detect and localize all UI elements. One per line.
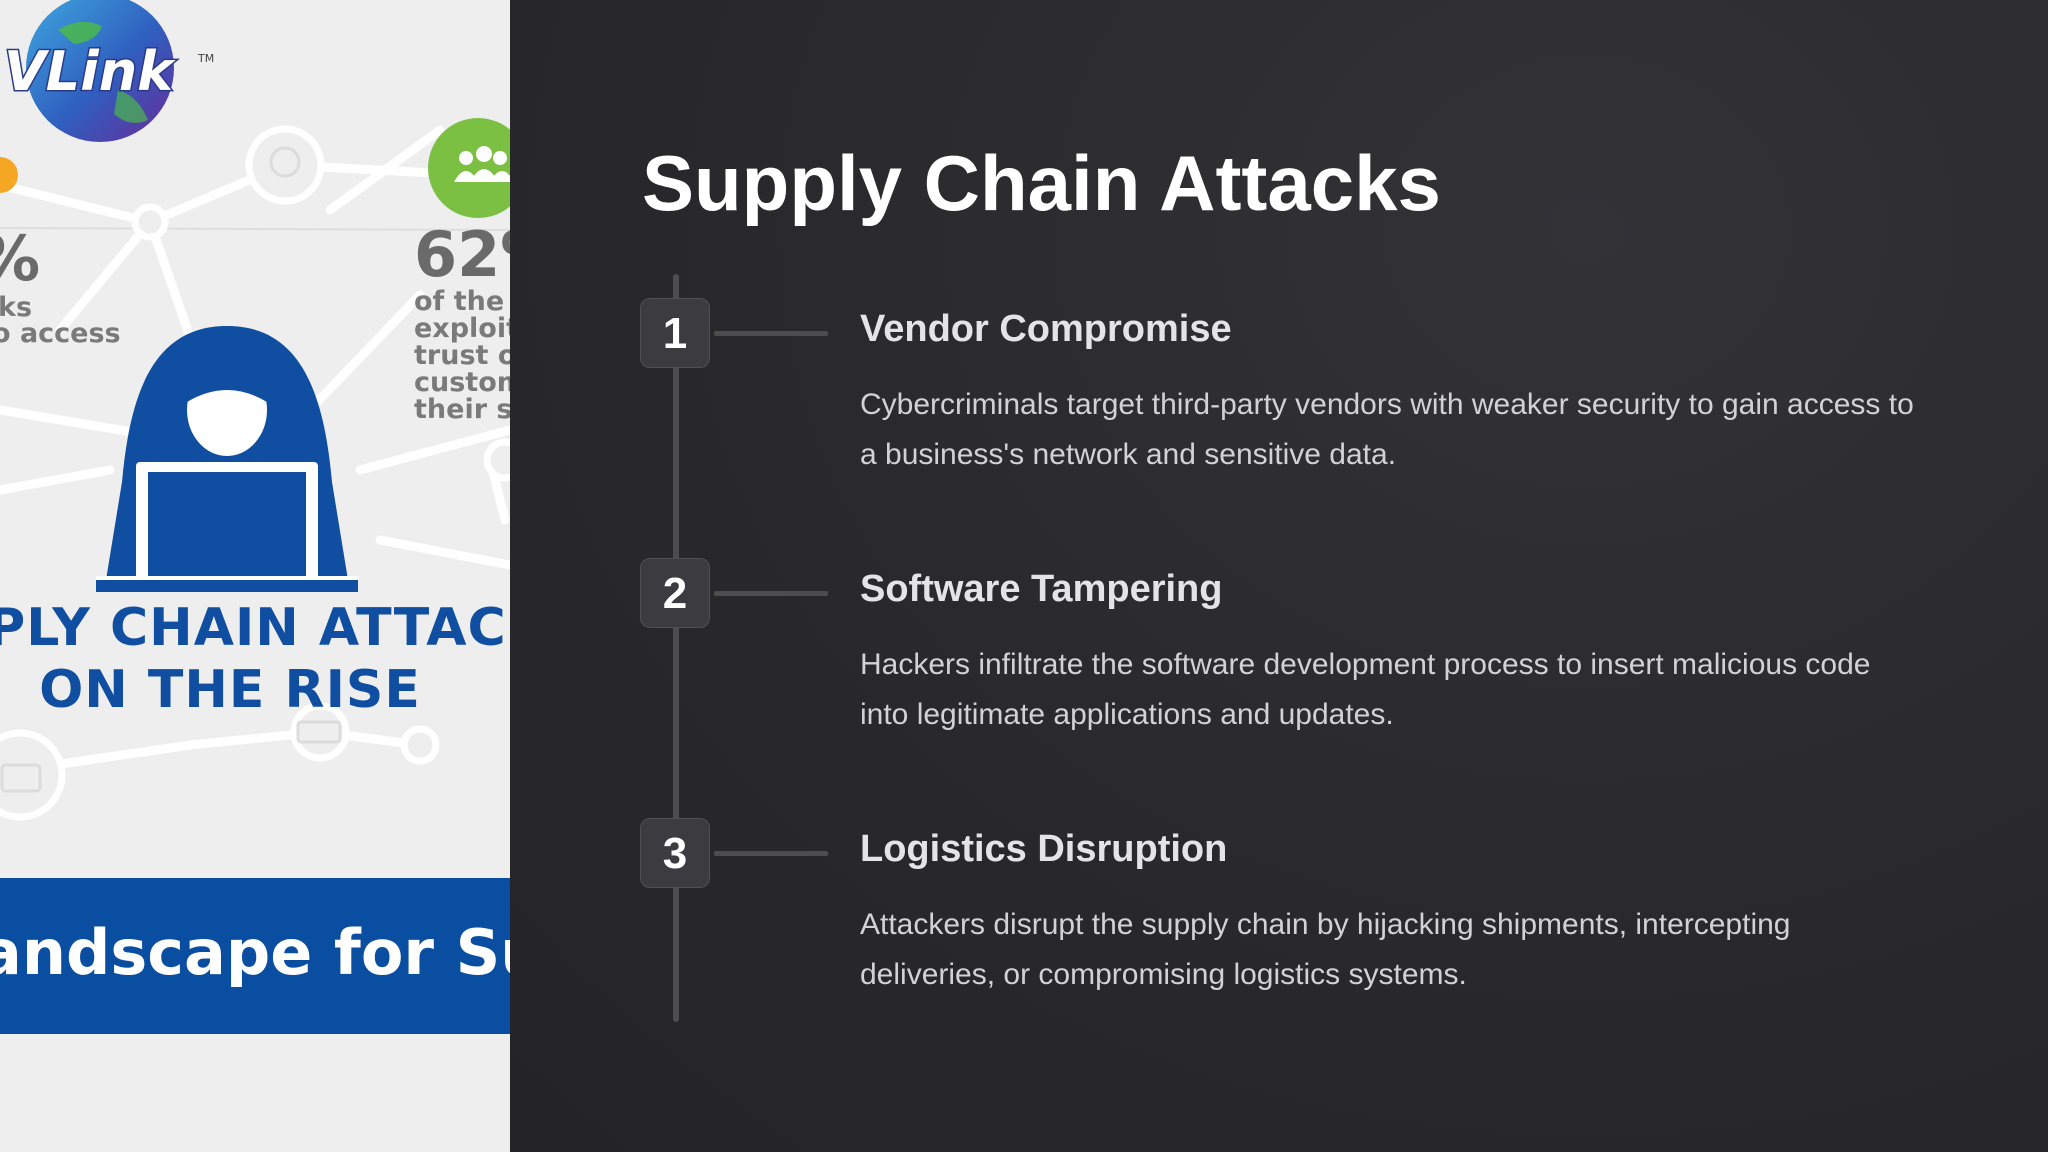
headline-line-2: ON THE RISE — [39, 660, 421, 720]
stat-right-line-2: exploit — [414, 313, 510, 344]
people-icon — [454, 146, 510, 182]
banner: andscape for Supply — [0, 878, 510, 1034]
stat-right-line-4: custom — [414, 367, 510, 398]
hacker-laptop-icon — [96, 326, 358, 592]
vlink-logo: VLink TM — [3, 0, 214, 142]
step-title: Logistics Disruption — [860, 828, 1228, 870]
step-number-badge: 3 — [640, 818, 710, 888]
step-vendor-compromise: 1 Vendor Compromise Cybercriminals targe… — [640, 298, 2020, 498]
slide-content: Supply Chain Attacks 1 Vendor Compromise… — [510, 0, 2048, 1152]
step-connector — [714, 591, 828, 596]
banner-text: andscape for Supply — [0, 916, 510, 989]
timeline-line — [673, 274, 679, 1022]
network-background — [0, 118, 510, 821]
stat-right-line-5: their su — [414, 394, 510, 425]
step-description: Cybercriminals target third-party vendor… — [860, 388, 1914, 471]
step-logistics-disruption: 3 Logistics Disruption Attackers disrupt… — [640, 818, 2020, 1018]
svg-text:TM: TM — [197, 52, 214, 65]
step-software-tampering: 2 Software Tampering Hackers infiltrate … — [640, 558, 2020, 758]
logo-text: VLink — [4, 40, 176, 103]
step-description: Attackers disrupt the supply chain by hi… — [860, 908, 1791, 991]
stat-left-line-2: o access — [0, 318, 121, 349]
step-title: Vendor Compromise — [860, 308, 1232, 350]
step-connector — [714, 331, 828, 336]
stat-right-line-1: of the a — [414, 286, 510, 317]
stat-left-percent: % — [0, 222, 40, 295]
stat-left-line-1: ks — [0, 292, 33, 323]
step-number-badge: 2 — [640, 558, 710, 628]
headline-line-1: PPLY CHAIN ATTACK — [0, 598, 510, 658]
stat-right-line-3: trust of — [414, 340, 510, 371]
step-title: Software Tampering — [860, 568, 1223, 610]
slide-title: Supply Chain Attacks — [642, 139, 1441, 227]
infographic-image: VLink TM % ks o access 62% of the a expl… — [0, 0, 510, 1152]
step-connector — [714, 851, 828, 856]
stat-right-percent: 62% — [414, 218, 510, 291]
step-description: Hackers infiltrate the software developm… — [860, 648, 1871, 731]
step-number-badge: 1 — [640, 298, 710, 368]
